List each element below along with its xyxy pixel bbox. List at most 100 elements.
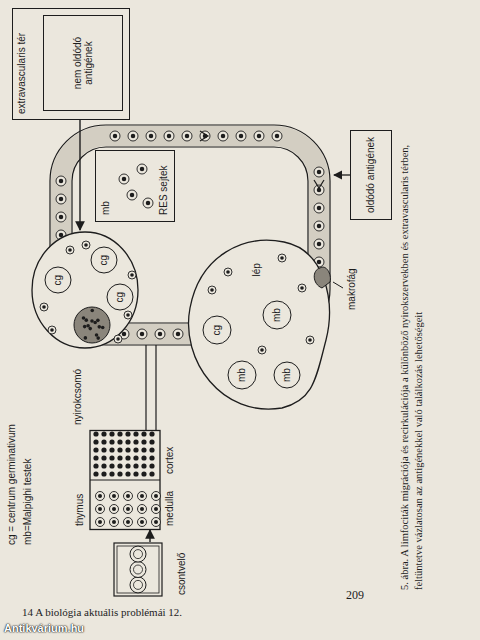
cortex-cell bbox=[117, 463, 122, 468]
lymphocyte bbox=[278, 254, 286, 262]
lymphocyte bbox=[124, 311, 132, 319]
flow-chevron bbox=[200, 131, 208, 141]
text-holder: cg bbox=[52, 275, 64, 286]
region-label: extravascularis tér bbox=[16, 33, 28, 114]
lymphocyte bbox=[128, 271, 136, 279]
lymphocyte bbox=[110, 131, 120, 141]
lymphocyte bbox=[152, 492, 161, 501]
text-holder: RES sejtek bbox=[158, 166, 170, 215]
cortex-medulla-border bbox=[90, 480, 160, 481]
cortex-cell bbox=[93, 431, 98, 436]
abbreviation-label: cg bbox=[98, 255, 110, 266]
lymphocyte bbox=[200, 131, 210, 141]
abbreviation-label: mb bbox=[281, 368, 293, 382]
lymphocyte bbox=[40, 303, 48, 311]
antigen-inflow-arrow bbox=[334, 174, 350, 175]
lymphocyte-nucleus bbox=[221, 134, 226, 139]
lymphocyte-nucleus bbox=[130, 273, 134, 277]
dense-cell bbox=[96, 336, 100, 340]
text-holder: mb bbox=[236, 368, 248, 382]
cortex-cell bbox=[125, 439, 130, 444]
lymphocyte-nucleus bbox=[42, 305, 46, 309]
cortex-cell bbox=[93, 447, 98, 452]
cortex-cell bbox=[101, 463, 106, 468]
label-holder: Antikvárium.hu bbox=[4, 622, 84, 635]
extravascular-space-box: nem oldódó antigénekextravascularis tér bbox=[12, 8, 130, 120]
marrow-cavity-inner bbox=[134, 550, 143, 559]
lymphocyte-nucleus bbox=[98, 494, 102, 498]
dense-cell bbox=[84, 336, 88, 340]
lymphocyte bbox=[48, 326, 56, 334]
migration-arrow bbox=[149, 530, 150, 542]
marrow-cavity-inner bbox=[134, 565, 143, 574]
lymphocyte-nucleus bbox=[280, 256, 284, 260]
lymphocyte bbox=[110, 505, 119, 514]
dense-cell bbox=[97, 325, 101, 329]
cortex-cell bbox=[109, 439, 114, 444]
cortex-cell bbox=[93, 463, 98, 468]
cortex-cell bbox=[93, 455, 98, 460]
lymphocyte-nucleus bbox=[317, 260, 322, 265]
lymphocyte-nucleus bbox=[84, 243, 88, 247]
marrow-cavity bbox=[130, 577, 146, 593]
lymphocyte-nucleus bbox=[126, 494, 130, 498]
cell-label: RES sejtek bbox=[158, 166, 170, 215]
cortex-cell bbox=[125, 431, 130, 436]
cortex-cell bbox=[117, 431, 122, 436]
dense-cell bbox=[101, 326, 105, 330]
abbreviation-label: cg bbox=[211, 325, 223, 336]
lymphocyte bbox=[128, 131, 138, 141]
lymphocyte-nucleus bbox=[126, 313, 130, 317]
lymphocyte-nucleus bbox=[317, 170, 322, 175]
cortex-cell bbox=[141, 455, 146, 460]
migration-arrow bbox=[79, 120, 80, 230]
label-holder: 209 bbox=[346, 589, 364, 603]
abbreviation-label: mb bbox=[236, 368, 248, 382]
dense-cell bbox=[90, 309, 94, 313]
lymphocyte bbox=[173, 329, 183, 339]
lymph-node: nyirokcsomócgcgcg bbox=[30, 230, 140, 425]
malpighi-body bbox=[274, 362, 300, 388]
lymphocyte bbox=[314, 203, 324, 213]
lymphocyte bbox=[96, 505, 105, 514]
text-holder: mb bbox=[281, 368, 293, 382]
text-holder: mb bbox=[271, 308, 283, 322]
lymphocyte bbox=[143, 198, 153, 208]
lymphocyte-nucleus bbox=[275, 134, 280, 139]
cortex-cell bbox=[109, 447, 114, 452]
lymphocyte bbox=[137, 164, 147, 174]
text-holder: lép bbox=[251, 263, 263, 276]
malpighi-body bbox=[263, 301, 291, 329]
cortex-cell bbox=[109, 431, 114, 436]
zone-label: medulla bbox=[164, 491, 176, 526]
watermark: Antikvárium.hu bbox=[4, 622, 84, 635]
lymphocyte-nucleus bbox=[59, 197, 64, 202]
cortex-cell bbox=[101, 471, 106, 476]
lymphocyte bbox=[236, 131, 246, 141]
legend-note: cg = centrum germinativum bbox=[6, 424, 18, 545]
cortex-cell bbox=[141, 471, 146, 476]
lymphocyte bbox=[298, 284, 306, 292]
cortex-cell bbox=[133, 463, 138, 468]
cortex-cell bbox=[133, 431, 138, 436]
zone-label: cortex bbox=[164, 447, 176, 474]
text-holder: extravascularis tér bbox=[16, 33, 28, 114]
text-holder: cg bbox=[98, 255, 110, 266]
cortex-cell bbox=[133, 471, 138, 476]
lymphocyte-nucleus bbox=[140, 167, 145, 172]
cortex-cell bbox=[101, 455, 106, 460]
lymphocyte bbox=[314, 185, 324, 195]
lymphocyte-nucleus bbox=[50, 328, 54, 332]
germinal-centre bbox=[107, 284, 133, 310]
lymphocyte bbox=[138, 518, 147, 527]
lymphocyte bbox=[146, 131, 156, 141]
medullary-mass bbox=[74, 307, 110, 343]
res-cell-box: mbRES sejtek bbox=[95, 150, 175, 222]
germinal-centre bbox=[91, 247, 117, 273]
lymph-node-outline bbox=[32, 232, 138, 348]
abbreviation-label: cg bbox=[114, 292, 126, 303]
lymphocyte-nucleus bbox=[116, 337, 120, 341]
lymphocyte-nucleus bbox=[210, 288, 214, 292]
lymphocyte bbox=[56, 176, 66, 186]
